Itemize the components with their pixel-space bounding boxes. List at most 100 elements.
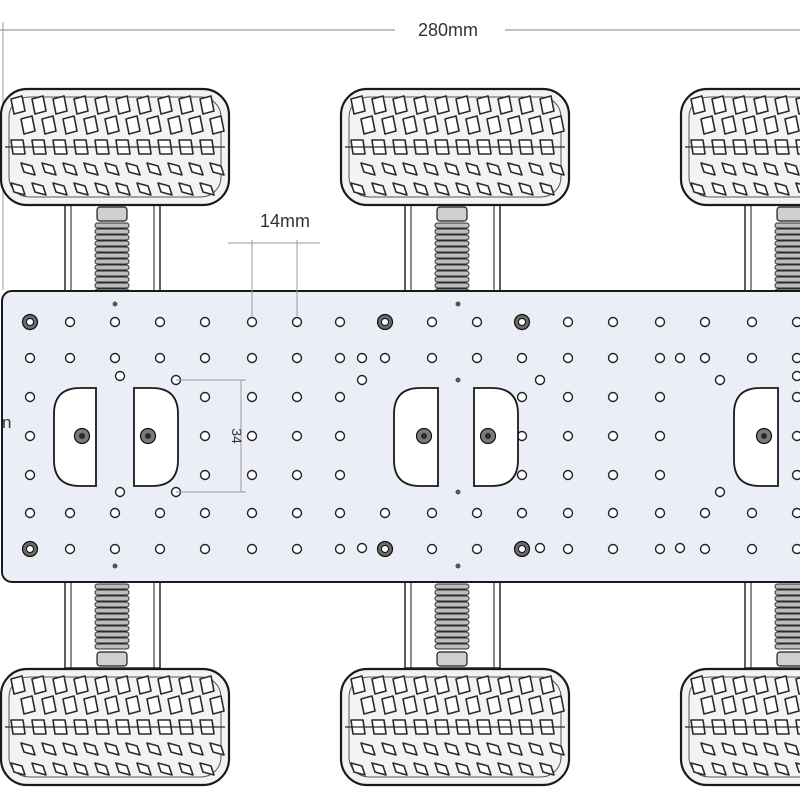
- hole-icon: [154, 316, 166, 328]
- hole-icon: [24, 352, 36, 364]
- hole-icon: [455, 489, 461, 495]
- wheel-top-3: [679, 87, 800, 207]
- hole-icon: [654, 430, 666, 442]
- hole-icon: [379, 507, 391, 519]
- hole-icon: [334, 469, 346, 481]
- hole-icon: [513, 540, 531, 558]
- hole-icon: [791, 391, 800, 403]
- hole-icon: [426, 543, 438, 555]
- hole-icon: [699, 316, 711, 328]
- hole-icon: [791, 370, 800, 382]
- hole-icon: [21, 540, 39, 558]
- hole-icon: [291, 391, 303, 403]
- hole-icon: [607, 316, 619, 328]
- hole-icon: [246, 543, 258, 555]
- spring-icon: [434, 583, 470, 667]
- hole-icon: [199, 316, 211, 328]
- slot-pitch-label: 34: [229, 428, 245, 444]
- slot-icon: [133, 387, 179, 487]
- hole-icon: [24, 391, 36, 403]
- hole-icon: [516, 469, 528, 481]
- hole-icon: [562, 352, 574, 364]
- mounting-holes: [21, 301, 800, 569]
- hole-icon: [112, 301, 118, 307]
- hole-icon: [199, 430, 211, 442]
- hole-icon: [334, 507, 346, 519]
- hole-icon: [154, 352, 166, 364]
- hole-spacing-dimension: 14mm: [228, 211, 320, 316]
- suspension-bottom-3: [744, 581, 800, 669]
- hole-icon: [334, 316, 346, 328]
- hole-icon: [154, 543, 166, 555]
- hole-icon: [746, 316, 758, 328]
- hole-icon: [471, 352, 483, 364]
- hole-icon: [791, 430, 800, 442]
- slot-pitch-dimension: 34: [176, 379, 246, 493]
- hole-icon: [109, 507, 121, 519]
- hole-icon: [791, 352, 800, 364]
- hole-icon: [791, 507, 800, 519]
- hole-icon: [246, 430, 258, 442]
- chassis-plate: [1, 290, 800, 583]
- hole-icon: [114, 486, 126, 498]
- hole-icon: [379, 352, 391, 364]
- hole-icon: [291, 316, 303, 328]
- hole-icon: [109, 316, 121, 328]
- hole-icon: [607, 469, 619, 481]
- hole-icon: [699, 507, 711, 519]
- hole-icon: [246, 507, 258, 519]
- hole-icon: [64, 352, 76, 364]
- hole-icon: [154, 507, 166, 519]
- hole-icon: [699, 543, 711, 555]
- hole-icon: [562, 507, 574, 519]
- hole-icon: [607, 352, 619, 364]
- overall-length-label: 280mm: [418, 20, 478, 40]
- hole-icon: [199, 352, 211, 364]
- hole-icon: [24, 430, 36, 442]
- hole-icon: [246, 352, 258, 364]
- hole-icon: [654, 316, 666, 328]
- hole-icon: [607, 430, 619, 442]
- suspension-top-1: [64, 204, 161, 295]
- hole-icon: [334, 543, 346, 555]
- hole-icon: [607, 391, 619, 403]
- spring-icon: [774, 206, 800, 295]
- spring-icon: [434, 206, 470, 295]
- suspension-bottom-2: [404, 581, 501, 669]
- hole-icon: [654, 352, 666, 364]
- cut-left-label: n: [2, 413, 11, 432]
- hole-icon: [654, 507, 666, 519]
- hole-icon: [516, 352, 528, 364]
- hole-icon: [513, 313, 531, 331]
- wheel-bottom-2: [339, 667, 571, 787]
- spring-icon: [94, 206, 130, 295]
- hole-icon: [746, 507, 758, 519]
- hole-icon: [562, 316, 574, 328]
- hole-icon: [607, 543, 619, 555]
- hole-icon: [455, 301, 461, 307]
- wheel-bottom-1: [0, 667, 231, 787]
- hole-icon: [455, 377, 461, 383]
- hole-icon: [791, 469, 800, 481]
- hole-icon: [654, 543, 666, 555]
- hole-icon: [376, 540, 394, 558]
- hole-icon: [24, 469, 36, 481]
- hole-icon: [791, 316, 800, 328]
- hole-icon: [699, 352, 711, 364]
- hole-icon: [516, 507, 528, 519]
- hole-icon: [199, 469, 211, 481]
- hole-icon: [291, 352, 303, 364]
- motor-slots: [53, 387, 779, 487]
- suspension-top-3: [744, 204, 800, 295]
- slot-icon: [53, 387, 97, 487]
- suspension-bottom-1: [64, 581, 161, 669]
- hole-icon: [334, 430, 346, 442]
- hole-icon: [356, 542, 368, 554]
- hole-icon: [291, 543, 303, 555]
- hole-icon: [471, 543, 483, 555]
- hole-icon: [714, 374, 726, 386]
- suspension-top-2: [404, 204, 501, 295]
- hole-icon: [114, 370, 126, 382]
- spring-icon: [94, 583, 130, 667]
